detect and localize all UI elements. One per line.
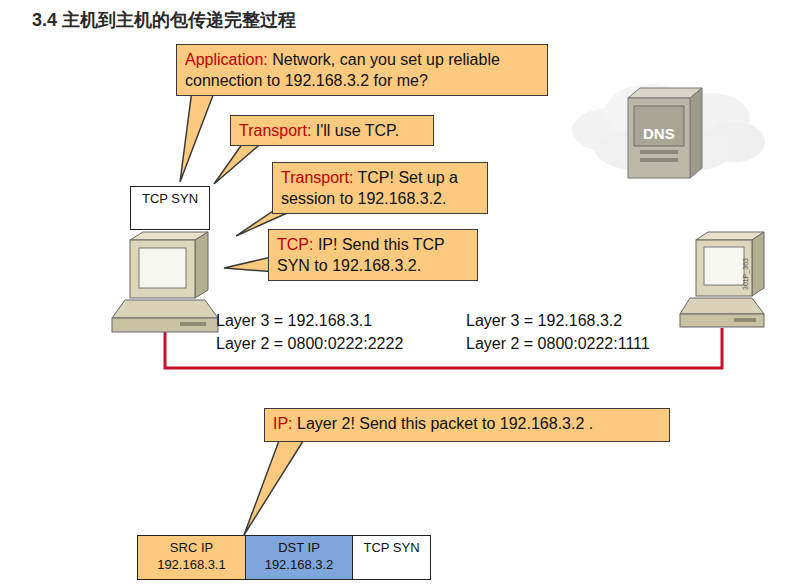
segment-box: TCP SYN: [130, 186, 210, 230]
speech-callout: Transport: TCP! Set up a session to 192.…: [272, 162, 488, 214]
address-label: Layer 3 = 192.168.3.1: [216, 312, 372, 330]
node-text: TCP SYN: [135, 191, 205, 207]
node-text: 192.168.3.2: [248, 556, 350, 573]
node-text: SRC IP: [140, 539, 243, 556]
speech-callout: TCP: IP! Send this TCP SYN to 192.168.3.…: [268, 229, 478, 281]
node-text: TCP:: [277, 236, 313, 253]
slide-title: 3.4 主机到主机的包传递完整过程: [32, 8, 296, 32]
host-computer: [112, 232, 218, 332]
address-label: Layer 3 = 192.168.3.2: [466, 312, 622, 330]
watermark: 301P_363: [742, 258, 749, 290]
network-wire: [165, 328, 722, 368]
node-text: IP:: [273, 415, 293, 432]
header-field: DST IP192.168.3.2: [245, 535, 353, 580]
node-text: Application:: [185, 51, 268, 68]
node-text: Transport:: [239, 122, 311, 139]
speech-callout: Application: Network, can you set up rel…: [176, 44, 548, 96]
node-text: DST IP: [248, 539, 350, 556]
node-text: I'll use TCP.: [316, 122, 399, 139]
address-label: Layer 2 = 0800:0222:2222: [216, 335, 403, 353]
server-label: DNS: [643, 125, 675, 142]
dns-server: [628, 88, 702, 178]
speech-callout: IP: Layer 2! Send this packet to 192.168…: [264, 408, 670, 442]
node-text: TCP SYN: [355, 539, 428, 556]
speech-callout: Transport: I'll use TCP.: [230, 115, 434, 146]
node-text: 192.168.3.1: [140, 556, 243, 573]
address-label: Layer 2 = 0800:0222:1111: [466, 335, 650, 353]
node-text: Layer 2! Send this packet to 192.168.3.2…: [297, 415, 593, 432]
header-field: SRC IP192.168.3.1: [137, 535, 246, 580]
header-field: TCP SYN: [352, 535, 431, 580]
host-computer: [680, 232, 764, 327]
node-text: Transport:: [281, 169, 353, 186]
